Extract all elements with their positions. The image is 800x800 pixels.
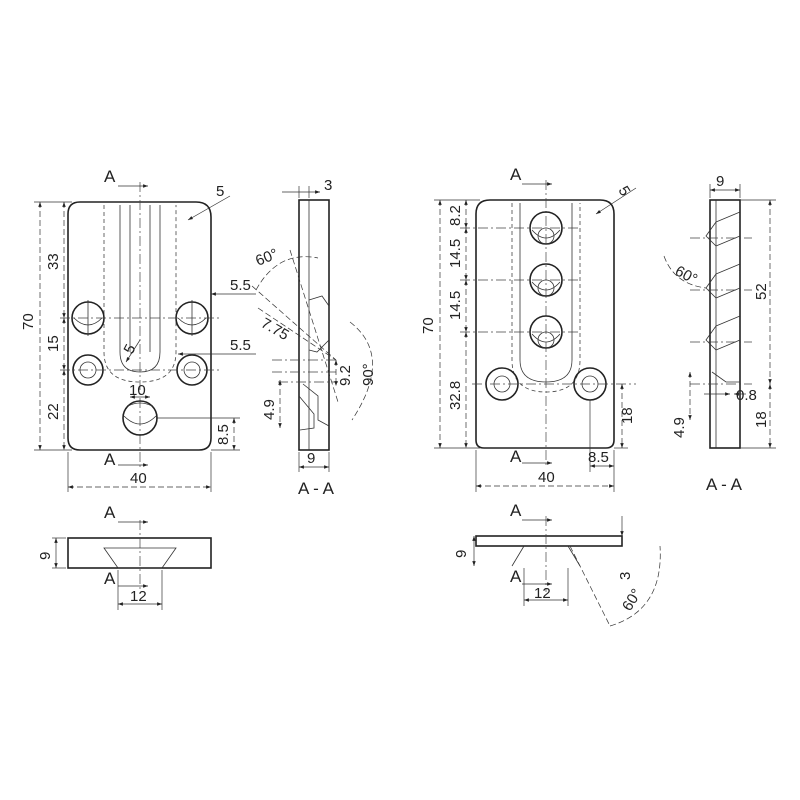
svg-text:0.8: 0.8 — [736, 387, 757, 404]
left-bottom-view: A A 9 12 — [37, 503, 212, 610]
left-plate-outline — [67, 201, 212, 451]
svg-text:15: 15 — [45, 335, 62, 352]
left-section-outline — [298, 199, 330, 451]
left-section-marker-bottom: A — [104, 450, 148, 469]
svg-text:22: 22 — [45, 403, 62, 420]
right-section-title: A - A — [706, 475, 743, 494]
svg-text:8.5: 8.5 — [215, 424, 232, 445]
svg-text:12: 12 — [534, 585, 551, 602]
svg-text:9: 9 — [716, 173, 724, 190]
svg-text:40: 40 — [538, 469, 555, 486]
svg-text:5.5: 5.5 — [230, 337, 251, 354]
svg-text:12: 12 — [130, 588, 147, 605]
right-bottom-outline — [475, 535, 623, 547]
svg-text:A: A — [104, 569, 116, 588]
right-front-view: A A 5 70 8.2 14.5 14.5 32.8 18 8.5 40 — [420, 165, 637, 492]
svg-text:A: A — [510, 165, 522, 184]
svg-text:90°: 90° — [360, 363, 377, 386]
svg-text:14.5: 14.5 — [447, 239, 464, 268]
left-section-title: A - A — [298, 479, 335, 498]
svg-text:10: 10 — [129, 382, 146, 399]
left-section-marker-top: A — [104, 167, 148, 188]
right-bottom-view: A A 9 3 12 60° — [453, 501, 661, 627]
svg-text:70: 70 — [420, 317, 437, 334]
svg-text:5: 5 — [615, 183, 634, 199]
svg-text:3: 3 — [324, 177, 332, 194]
svg-text:8.2: 8.2 — [447, 205, 464, 226]
svg-text:5.5: 5.5 — [230, 277, 251, 294]
svg-text:A: A — [104, 167, 116, 186]
svg-text:A: A — [510, 447, 522, 466]
svg-text:60°: 60° — [619, 586, 645, 614]
svg-text:14.5: 14.5 — [447, 291, 464, 320]
svg-text:A: A — [104, 503, 116, 522]
left-bottom-outline — [67, 537, 212, 569]
svg-text:7.75: 7.75 — [258, 315, 292, 344]
svg-text:33: 33 — [45, 253, 62, 270]
right-hole-3 — [529, 315, 563, 349]
svg-text:9.2: 9.2 — [337, 365, 354, 386]
right-hole-2 — [529, 263, 563, 297]
svg-text:A: A — [510, 567, 522, 586]
svg-text:3: 3 — [617, 572, 634, 580]
right-section-outline — [709, 199, 741, 449]
svg-text:5: 5 — [216, 183, 224, 200]
left-front-view: A A 5 70 33 15 22 5.5 5.5 5 10 — [20, 167, 256, 492]
svg-text:18: 18 — [619, 407, 636, 424]
svg-text:4.9: 4.9 — [671, 417, 688, 438]
svg-text:9: 9 — [37, 552, 54, 560]
svg-text:A: A — [104, 450, 116, 469]
right-plate-outline — [475, 199, 615, 449]
svg-text:32.8: 32.8 — [447, 381, 464, 410]
right-hole-1 — [529, 211, 563, 245]
svg-text:52: 52 — [753, 283, 770, 300]
svg-text:9: 9 — [307, 450, 315, 467]
svg-text:70: 70 — [20, 313, 37, 330]
svg-text:8.5: 8.5 — [588, 449, 609, 466]
svg-text:18: 18 — [753, 411, 770, 428]
svg-text:40: 40 — [130, 470, 147, 487]
svg-text:9: 9 — [453, 550, 470, 558]
svg-text:A: A — [510, 501, 522, 520]
svg-text:60°: 60° — [672, 263, 700, 289]
left-section-view: 3 60° 7.75 9.2 90° 4.9 9 A - A — [251, 177, 377, 498]
svg-text:4.9: 4.9 — [261, 399, 278, 420]
right-section-view: 9 60° 52 0.8 4.9 18 A - A — [663, 173, 776, 494]
